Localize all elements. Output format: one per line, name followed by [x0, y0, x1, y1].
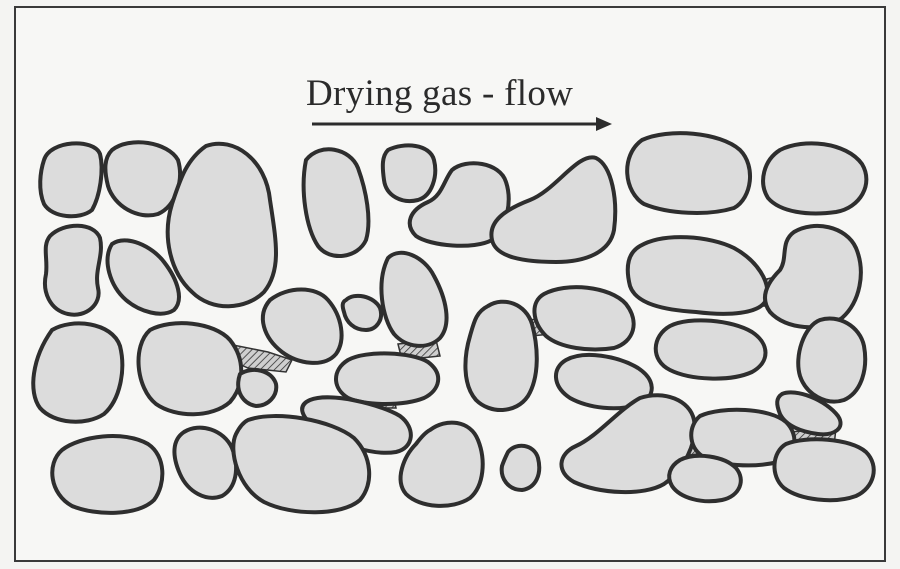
particle	[401, 423, 483, 506]
flow-arrowhead	[596, 117, 612, 131]
particle	[40, 143, 101, 216]
particle	[656, 320, 766, 378]
particle	[774, 439, 873, 500]
particle	[52, 436, 162, 513]
particle	[627, 133, 750, 213]
particle	[798, 318, 865, 401]
particle	[763, 143, 866, 213]
particle	[105, 142, 180, 215]
particle	[336, 353, 438, 404]
particle	[534, 287, 633, 349]
particle	[491, 157, 615, 262]
particle	[465, 302, 536, 410]
particle	[343, 296, 381, 330]
particle	[381, 253, 446, 346]
particle	[45, 226, 101, 315]
particle	[502, 446, 540, 490]
particle	[263, 290, 342, 363]
particle	[33, 323, 122, 421]
particle	[238, 370, 276, 406]
particle	[628, 237, 768, 314]
particle	[669, 456, 741, 501]
particle	[304, 149, 369, 256]
particle	[383, 145, 435, 201]
particle	[765, 226, 861, 327]
particle	[168, 144, 276, 307]
particle	[174, 428, 236, 498]
particle	[139, 323, 242, 414]
